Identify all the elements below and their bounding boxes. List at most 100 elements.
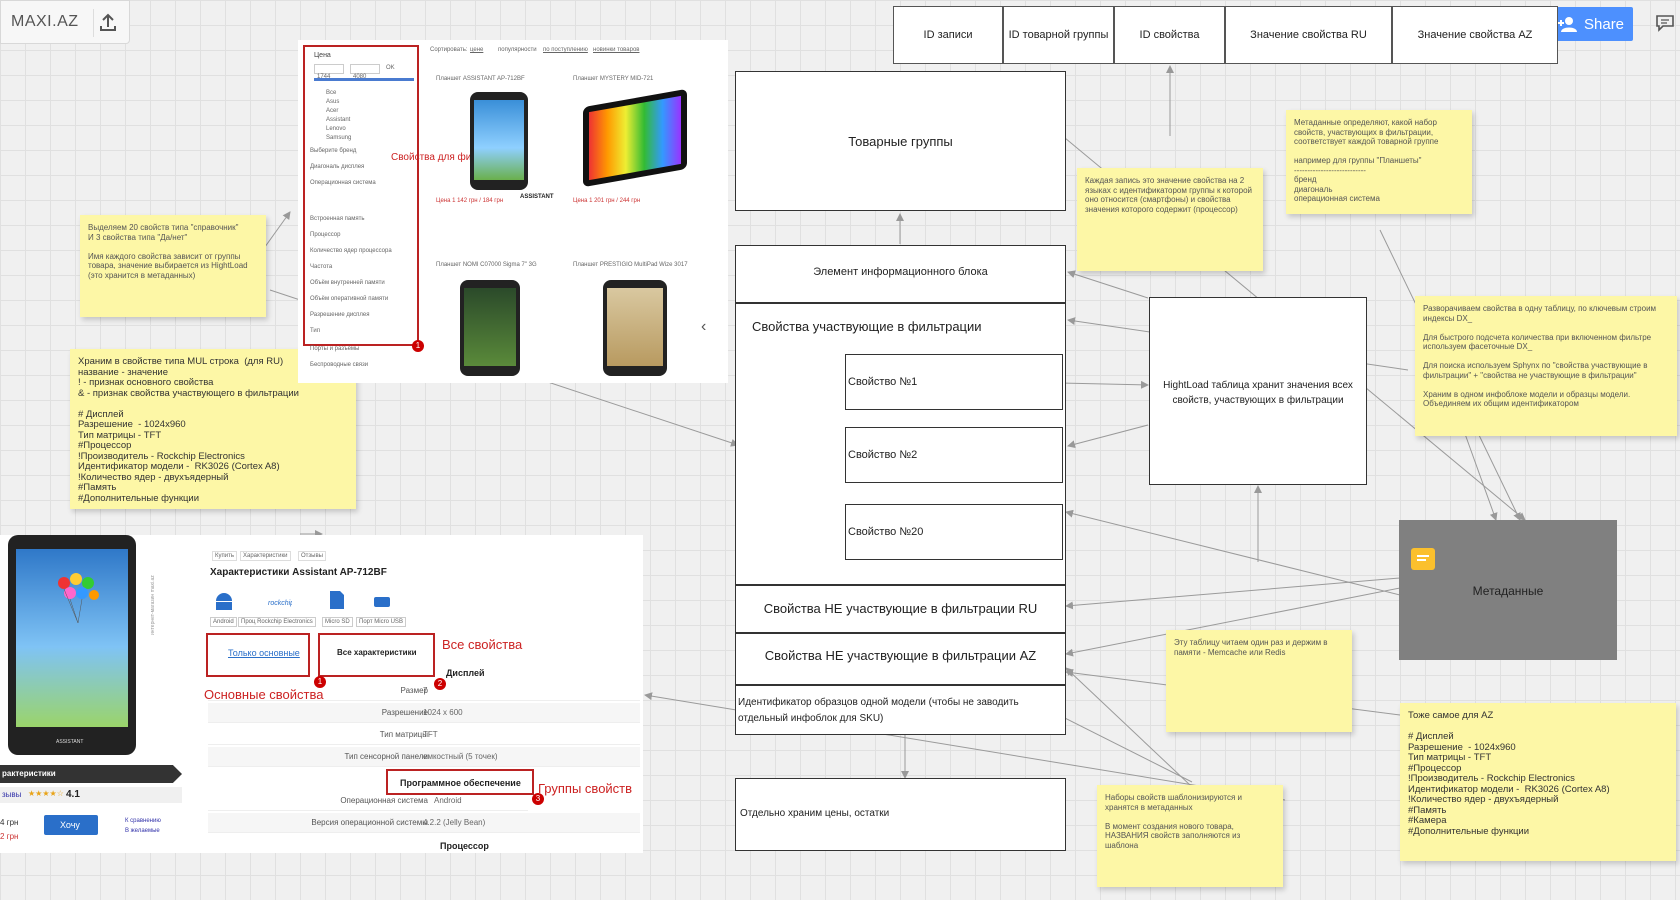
filter-group-0[interactable]: Выберите бренд [310,148,357,154]
product-image-1[interactable] [583,88,687,188]
filter-group-12[interactable]: Беспроводные связи [310,362,369,368]
filter-group-6[interactable]: Частота [310,264,333,270]
sticky-note-metadata-definition[interactable]: Метаданные определяют, какой набор свойс… [1286,110,1472,214]
filter-group-1[interactable]: Диагональ дисплея [310,164,365,170]
metadata-label: Метаданные [1472,584,1544,598]
header-cell-value-ru[interactable]: Значение свойства RU [1225,6,1392,64]
brand-logo: ASSISTANT [520,194,554,200]
sticky-note-denormalization[interactable]: Разворачиваем свойства в одну таблицу, п… [1415,296,1677,436]
sort-option-0[interactable]: цене [470,47,484,53]
filter-group-3[interactable]: Встроенная память [310,216,365,222]
filter-ok-button[interactable]: OK [386,65,395,71]
filter-group-4[interactable]: Процессор [310,232,341,238]
product-name-1[interactable]: Планшет MYSTERY MID-721 [573,76,654,82]
header-cell-property-id[interactable]: ID свойства [1114,6,1225,64]
characteristics-tab[interactable]: рактеристики [0,765,182,783]
arrow-prop1-to-hl [1059,380,1149,389]
breadcrumb-1[interactable]: Характеристики [240,551,291,561]
sticky-note-20-properties[interactable]: Выделяем 20 свойств типа "справочник" И … [80,215,266,317]
product-price-0: Цена 1 142 грн / 184 грн [436,198,504,204]
brand-option-1[interactable]: Asus [326,99,340,105]
icon-micro-sd [328,589,346,611]
sticky-note-memcache[interactable]: Эту таблицу читаем один раз и держим в п… [1166,630,1352,732]
share-label: Share [1584,16,1625,33]
icon-android [212,591,236,611]
compare-link[interactable]: К сравнению [125,818,161,824]
sticky-note-templates[interactable]: Наборы свойств шаблонизируются и хранятс… [1097,785,1283,887]
prices-box[interactable]: Отдельно храним цены, остатки [735,778,1066,851]
product-image-0[interactable] [470,92,528,190]
brand-option-5[interactable]: Samsung [326,135,352,141]
filter-group-8[interactable]: Объём оперативной памяти [310,296,389,302]
export-button[interactable] [93,9,121,37]
non-filter-az-label: Свойства НЕ участвующие в фильтрации AZ [764,648,1037,663]
filter-group-9[interactable]: Разрешение дисплея [310,312,370,318]
sticky-note-record-description[interactable]: Каждая запись это значение свойства на 2… [1077,168,1263,271]
rating-stars: ★★★★☆ [28,789,64,798]
filter-badge: 1 [412,340,424,352]
brand-option-2[interactable]: Acer [326,108,339,114]
info-element-box[interactable]: Элемент информационного блока [735,245,1066,303]
brand-option-3[interactable]: Assistant [326,117,351,123]
main-props-button[interactable]: Только основные [206,633,310,677]
sample-id-label: Идентификатор образцов одной модели (что… [738,697,1019,724]
badge-3: 3 [532,793,544,805]
hightload-box[interactable]: HightLoad таблица хранит значения всех с… [1149,297,1367,485]
filter-price-title: Цена [314,52,331,59]
icon-label-2: Micro SD [322,617,353,627]
product-image-3[interactable] [603,280,667,376]
main-props-annotation: Основные свойства [204,687,324,702]
non-filter-ru-box[interactable]: Свойства НЕ участвующие в фильтрации RU [735,585,1066,633]
property-20-label: Свойство №20 [848,526,924,538]
filter-slider[interactable] [314,78,414,81]
filter-group-7[interactable]: Объём внутренней памяти [310,280,385,286]
property-20-box[interactable]: Свойство №20 [845,504,1063,560]
sample-id-box[interactable]: Идентификатор образцов одной модели (что… [735,685,1066,735]
wishlist-link[interactable]: В желаемые [125,828,160,834]
property-2-label: Свойство №2 [848,449,918,461]
comment-icon [1411,548,1435,570]
rating-row: зывы ★★★★☆ 4.1 [0,787,182,803]
product-groups-label: Товарные группы [848,134,953,149]
filter-max-input[interactable]: 4080 [350,64,380,80]
product-image-2[interactable] [460,280,520,376]
product-name-3[interactable]: Планшет PRESTIGIO MultiPad Wize 3017 [573,262,688,268]
product-name-0[interactable]: Планшет ASSISTANT AP-712BF [436,76,525,82]
filter-group-10[interactable]: Тип [310,328,321,334]
arrow-meta-to-prop20 [1065,509,1401,596]
all-props-button[interactable]: Все характеристики [318,633,435,677]
header-cell-record-id[interactable]: ID записи [893,6,1003,64]
brand-option-4[interactable]: Lenovo [326,126,346,132]
price-fragment-2: 2 грн [0,832,19,841]
share-button[interactable]: Share [1546,7,1633,41]
breadcrumb-2[interactable]: Отзывы [298,551,326,561]
header-cell-group-id[interactable]: ID товарной группы [1003,6,1114,64]
app-title: MAXI.AZ [11,13,79,30]
icon-label-0: Android [210,617,237,627]
carousel-prev-button[interactable]: ‹ [701,318,707,335]
non-filter-az-box[interactable]: Свойства НЕ участвующие в фильтрации AZ [735,633,1066,685]
metadata-box[interactable]: Метаданные [1399,520,1617,660]
header-cell-value-az[interactable]: Значение свойства AZ [1392,6,1558,64]
product-groups-box[interactable]: Товарные группы [735,71,1066,211]
upload-icon [100,13,116,31]
sort-option-3[interactable]: новинки товаров [593,47,640,53]
sort-option-2[interactable]: по поступлению [543,47,588,53]
sort-option-1[interactable]: популярности [498,47,537,53]
comments-icon[interactable] [1655,14,1675,32]
breadcrumb-0[interactable]: Купить [212,551,237,561]
price-fragment-1: 4 грн [0,818,19,827]
product-name-2[interactable]: Планшет NOMI C07000 Sigma 7" 3G [436,262,537,268]
filter-group-5[interactable]: Количество ядер процессора [310,248,392,254]
property-1-box[interactable]: Свойство №1 [845,354,1063,410]
brand-option-0[interactable]: Все [326,90,337,96]
sticky-note-az-same[interactable]: Тоже самое для AZ # Дисплей Разрешение -… [1400,703,1676,861]
property-2-box[interactable]: Свойство №2 [845,427,1063,483]
buy-button[interactable]: Хочу [44,815,98,835]
arrow-meta-to-ru [1065,577,1401,610]
filter-min-input[interactable]: 1744 [314,64,344,80]
filter-sidebar-highlight [303,45,419,346]
filter-group-11[interactable]: Порты и разъёмы [310,346,360,352]
tablet-brand-label: ASSISTANT [56,739,84,745]
filter-group-2[interactable]: Операционная система [310,180,376,186]
